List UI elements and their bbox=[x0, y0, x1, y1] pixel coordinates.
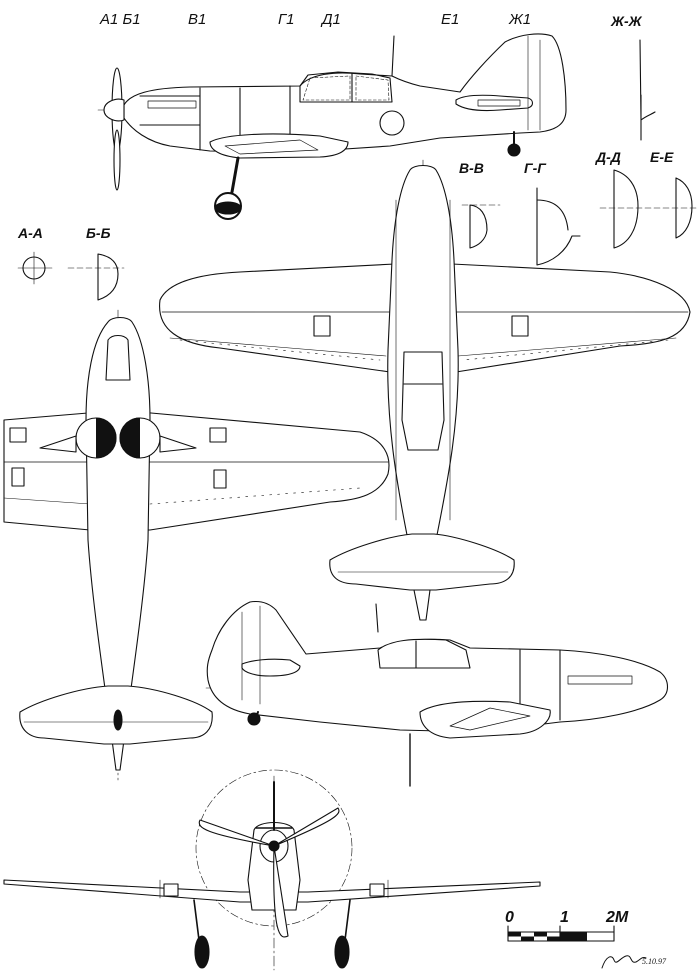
signature bbox=[602, 956, 646, 968]
scale-label-zero: 0 bbox=[505, 909, 514, 926]
station-label-v1: В1 bbox=[188, 11, 207, 28]
scale-bar bbox=[508, 926, 614, 941]
plan-view-lower bbox=[4, 310, 389, 780]
side-view-top bbox=[98, 34, 566, 219]
side-top-canopy bbox=[300, 72, 392, 102]
section-label-zh-zh: Ж-Ж bbox=[611, 13, 642, 29]
section-label-a-a: А-А bbox=[18, 225, 43, 241]
scale-label-one: 1 bbox=[560, 909, 569, 926]
section-profiles-left bbox=[18, 252, 124, 300]
section-label-d-d: Д-Д bbox=[596, 149, 621, 165]
station-label-d1: Д1 bbox=[322, 11, 341, 28]
station-label-zh1: Ж1 bbox=[509, 11, 532, 28]
station-label-e1: Е1 bbox=[441, 11, 460, 28]
section-profiles-right bbox=[462, 170, 697, 265]
station-label-g1: Г1 bbox=[278, 11, 295, 28]
station-label-a1b1: А1 Б1 bbox=[100, 11, 141, 28]
section-label-e-e: Е-Е bbox=[650, 149, 674, 165]
section-label-g-g: Г-Г bbox=[524, 160, 546, 176]
signature-date: 5.10.97 bbox=[642, 957, 666, 966]
section-zh-zh-profile bbox=[640, 40, 655, 140]
front-view bbox=[4, 770, 540, 970]
section-label-b-b: Б-Б bbox=[86, 225, 111, 241]
plan-view-upper bbox=[160, 160, 690, 620]
side-view-lower bbox=[206, 601, 668, 786]
scale-label-two: 2М bbox=[606, 909, 629, 926]
section-label-v-v: В-В bbox=[459, 160, 484, 176]
